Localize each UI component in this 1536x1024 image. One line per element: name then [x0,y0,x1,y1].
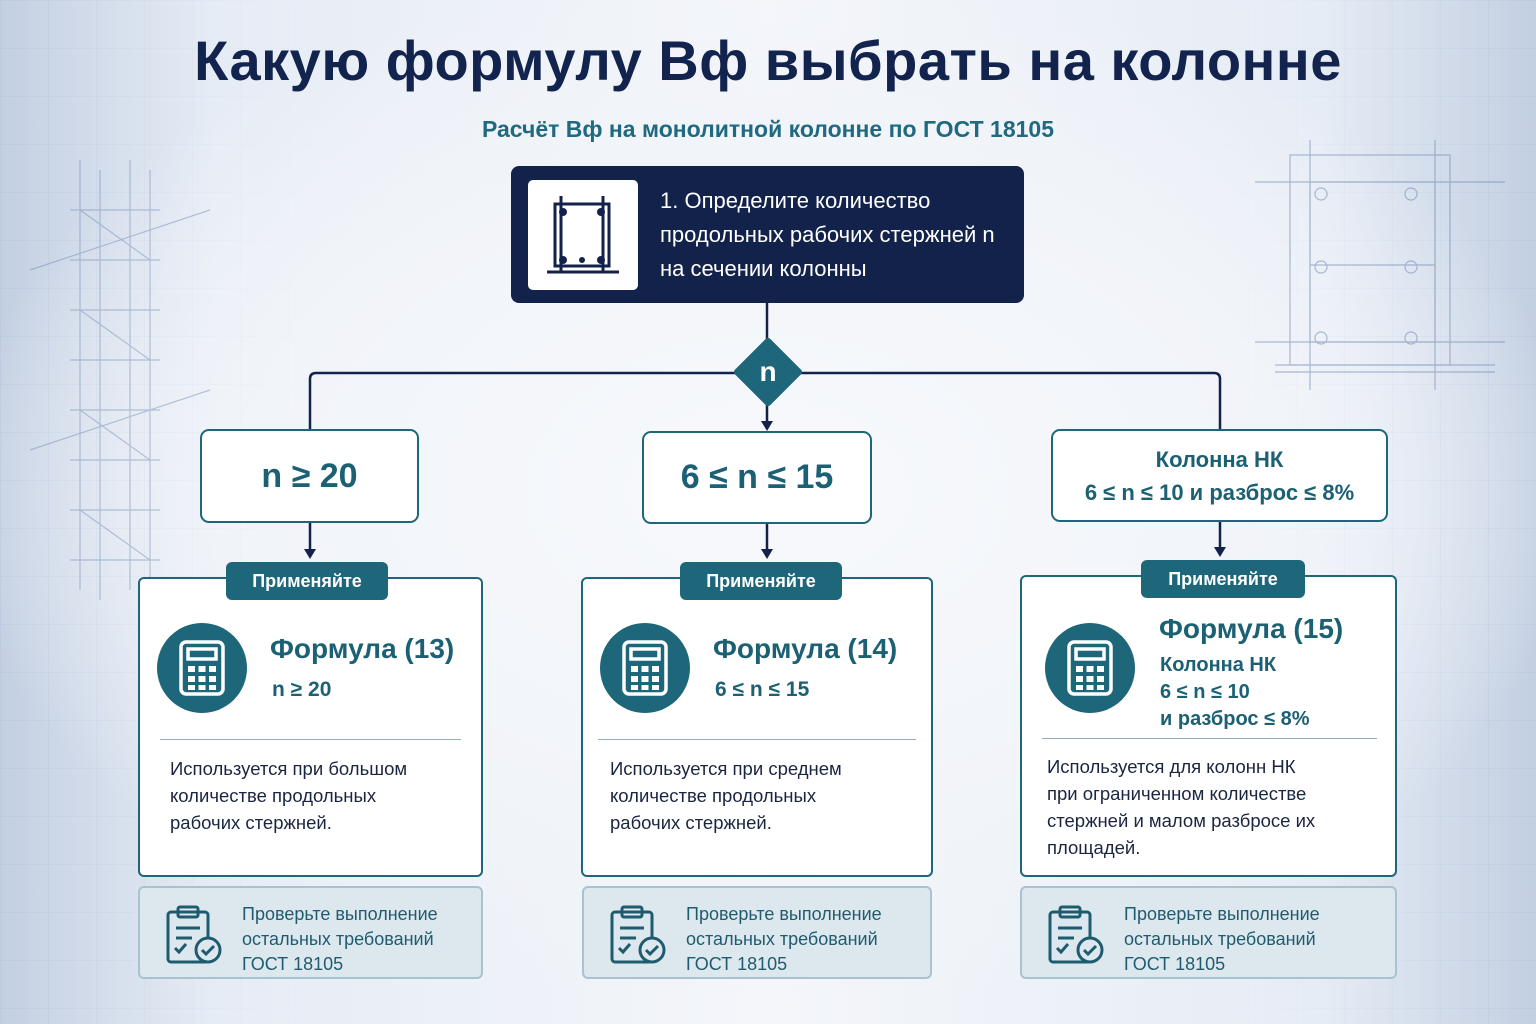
formula-condition-line: Колонна НК [1160,654,1277,676]
check-line: Проверьте выполнение [1124,904,1320,924]
formula-description: Используется для колонн НК при ограничен… [1047,753,1315,861]
decision-n: n [732,336,804,408]
rebar-cage-sketch-left [29,160,211,600]
check-line: ГОСТ 18105 [1124,954,1226,974]
check-line: Проверьте выполнение [686,904,882,924]
formula-condition: 6 ≤ n ≤ 15 [715,676,809,703]
check-line: Проверьте выполнение [242,904,438,924]
condition-text: 6 ≤ n ≤ 10 и разброс ≤ 8% [1084,479,1355,505]
formula-card-13: Формула (13) n ≥ 20 Используется при бол… [138,577,483,877]
formula-title: Формула (15) [1159,613,1344,644]
condition-box-1: n ≥ 20 [200,429,419,523]
description-line: рабочих стержней. [170,812,332,833]
description-line: при ограниченном количестве [1047,783,1307,804]
step-line: на сечении колонны [660,255,867,281]
check-text: Проверьте выполнение остальных требовани… [686,902,882,977]
calculator-icon [1045,623,1135,713]
clipboard-check-icon [166,905,222,964]
condition-text: 6 ≤ n ≤ 15 [680,458,834,496]
formula-condition-line: 6 ≤ n ≤ 15 [715,678,810,701]
clipboard-check-icon [610,905,666,964]
decision-label: n [759,356,777,387]
formula-card-14: Формула (14) 6 ≤ n ≤ 15 Используется при… [581,577,933,877]
apply-badge: Применяйте [1141,560,1305,598]
card-divider [598,739,916,740]
column-section-sketch-right [1255,140,1505,390]
card-divider [1042,738,1377,739]
description-line: количестве продольных [610,785,817,806]
calculator-icon [600,623,690,713]
condition-box-2: 6 ≤ n ≤ 15 [642,431,872,524]
formula-description: Используется при большом количестве прод… [170,755,407,836]
apply-badge: Применяйте [680,562,842,600]
check-line: остальных требований [686,929,878,949]
description-line: площадей. [1047,837,1141,858]
check-line: остальных требований [242,929,434,949]
check-line: ГОСТ 18105 [242,954,344,974]
card-divider [160,739,461,740]
formula-description: Используется при среднем количестве прод… [610,755,842,836]
description-line: стержней и малом разбросе их [1047,810,1316,831]
description-line: рабочих стержней. [610,812,772,833]
check-requirements-box-2: Проверьте выполнение остальных требовани… [582,886,932,979]
clipboard-check-icon [1048,905,1104,964]
description-line: количестве продольных [170,785,377,806]
check-line: остальных требований [1124,929,1316,949]
condition-box-3: Колонна НК 6 ≤ n ≤ 10 и разброс ≤ 8% [1051,429,1388,522]
description-line: Используется при среднем [610,758,842,779]
check-text: Проверьте выполнение остальных требовани… [1124,902,1320,977]
formula-condition-line: n ≥ 20 [272,678,332,701]
step-determine-rebar-count: 1. Определите количество продольных рабо… [511,166,1024,303]
step-line: 1. Определите количество [660,187,931,213]
description-line: Используется для колонн НК [1047,756,1296,777]
page-subtitle: Расчёт Вф на монолитной колонне по ГОСТ … [481,116,1055,142]
check-text: Проверьте выполнение остальных требовани… [242,902,438,977]
formula-condition: Колонна НК 6 ≤ n ≤ 10 и разброс ≤ 8% [1160,652,1310,733]
calculator-icon [157,623,247,713]
condition-text: Колонна НК [1155,446,1284,472]
formula-card-15: Формула (15) Колонна НК 6 ≤ n ≤ 10 и раз… [1020,575,1397,877]
formula-condition: n ≥ 20 [272,676,331,703]
check-line: ГОСТ 18105 [686,954,788,974]
step-line: продольных рабочих стержней n [660,221,995,247]
step-text: 1. Определите количество продольных рабо… [660,184,995,286]
formula-condition-line: 6 ≤ n ≤ 10 [1160,681,1250,703]
description-line: Используется при большом [170,758,408,779]
apply-badge: Применяйте [226,562,388,600]
formula-condition-line: и разброс ≤ 8% [1160,708,1310,730]
column-section-icon [528,179,638,290]
page-title: Какую формулу Вф выбрать на колонне [194,29,1342,92]
check-requirements-box-3: Проверьте выполнение остальных требовани… [1020,886,1397,979]
condition-text: n ≥ 20 [261,456,358,495]
formula-title: Формула (13) [270,633,455,664]
check-requirements-box-1: Проверьте выполнение остальных требовани… [138,886,483,979]
formula-title: Формула (14) [713,633,898,664]
